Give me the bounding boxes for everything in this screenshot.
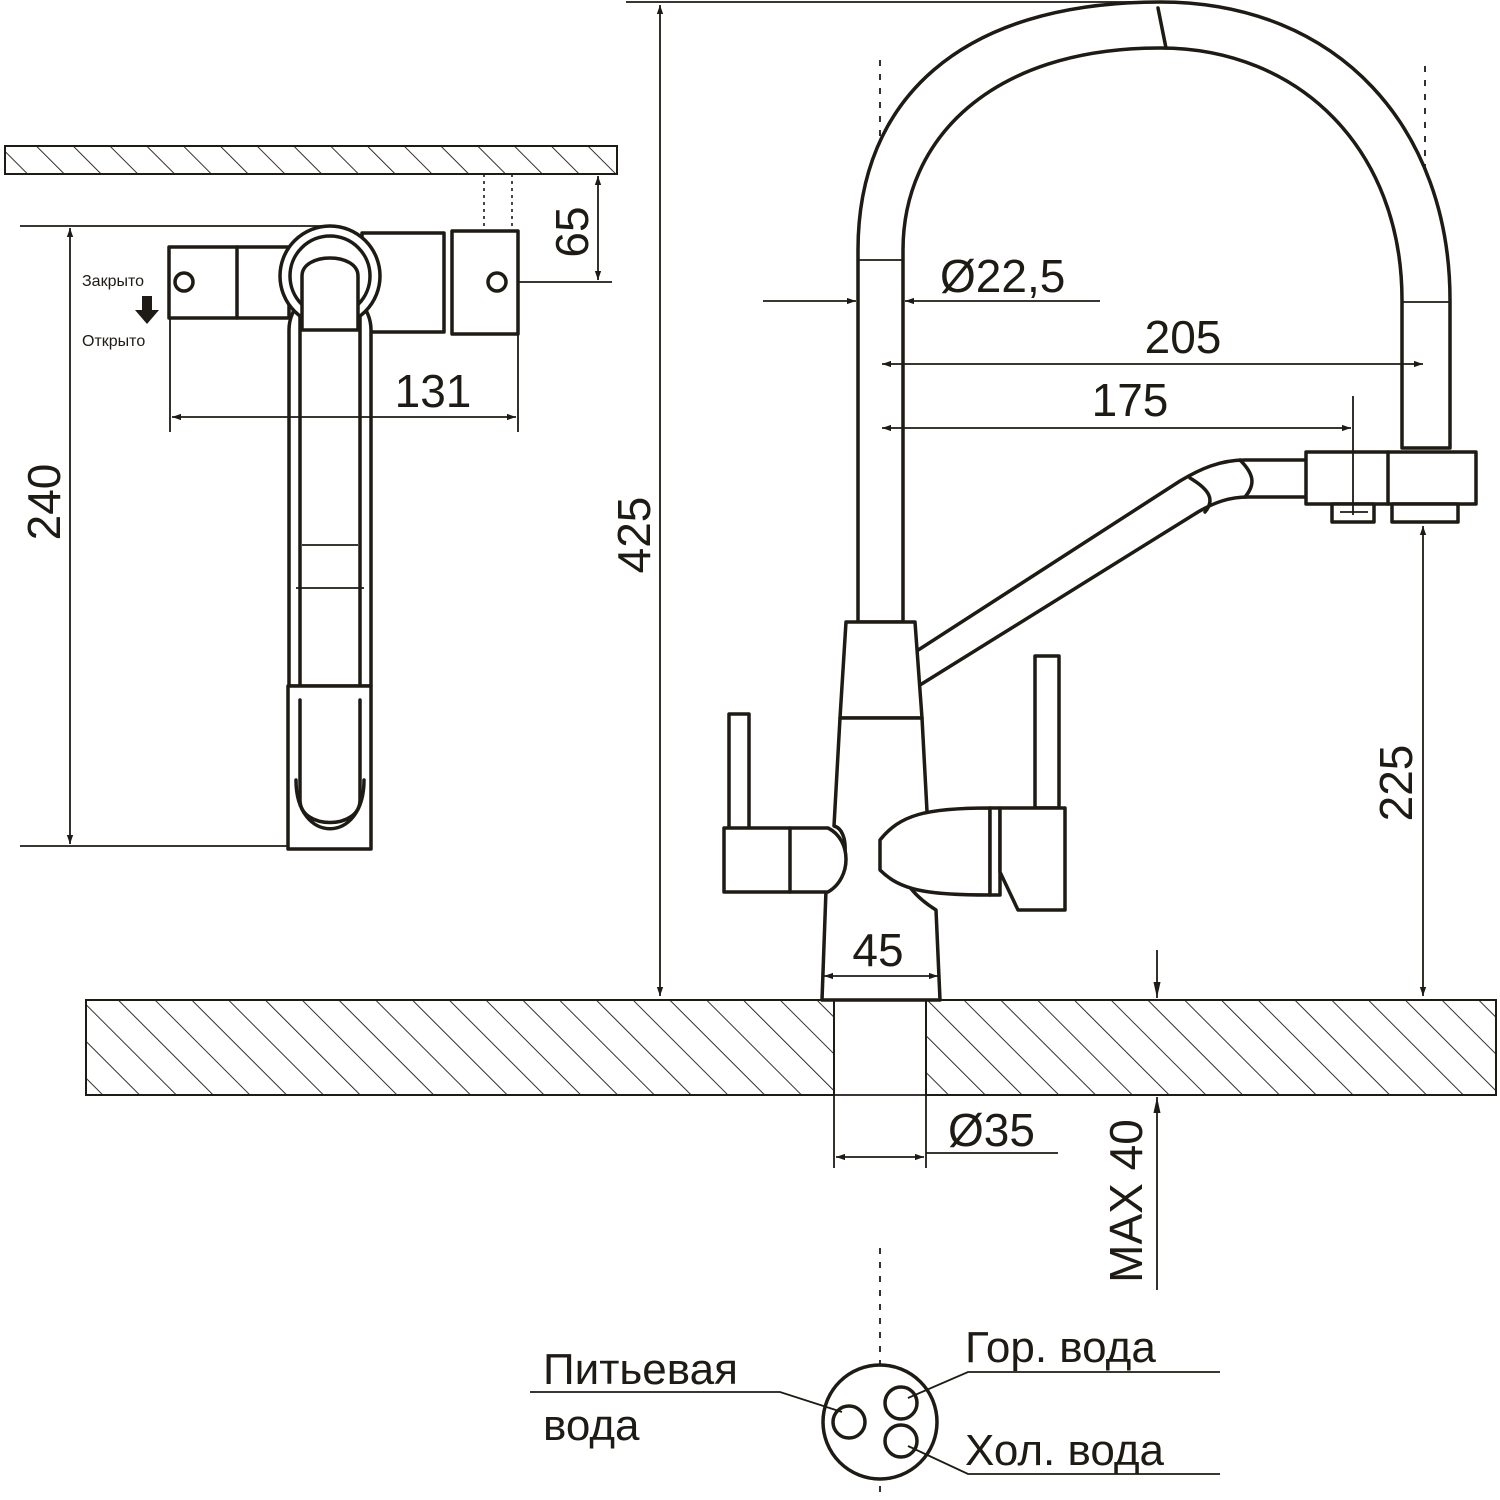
left-handle-lever bbox=[727, 712, 751, 831]
leader-cold bbox=[907, 1445, 1220, 1475]
leader-hot bbox=[907, 1371, 1220, 1399]
left-handle-base bbox=[722, 826, 848, 894]
right-handle-lever bbox=[1033, 654, 1061, 810]
drinking-water-inlet bbox=[831, 1404, 867, 1440]
gooseneck-spout bbox=[856, 0, 1452, 624]
hot-water-label: Гор. вода bbox=[965, 1323, 1156, 1372]
drinking-water-label-2: вода bbox=[543, 1401, 640, 1450]
dim-175: 175 bbox=[1092, 374, 1169, 426]
dim-45: 45 bbox=[852, 924, 903, 976]
dim-131: 131 bbox=[395, 365, 472, 417]
drinking-water-label: Питьевая bbox=[543, 1345, 738, 1394]
dim-240: 240 bbox=[18, 464, 70, 541]
valve-body-left bbox=[167, 245, 291, 320]
leader-drinking bbox=[530, 1391, 843, 1413]
side-view: 425 bbox=[85, 0, 1497, 1290]
direction-arrow-icon bbox=[135, 296, 159, 324]
outlet-head bbox=[1304, 450, 1478, 506]
filter-handle-block bbox=[450, 229, 520, 336]
cold-water-inlet bbox=[883, 1423, 919, 1459]
opened-label: Открыто bbox=[82, 333, 145, 350]
handle-pin-right bbox=[486, 271, 508, 293]
dim-425: 425 bbox=[608, 497, 660, 574]
dim-205: 205 bbox=[1145, 311, 1222, 363]
wall-hatch bbox=[4, 145, 618, 175]
dim-max-thickness: MAX 40 bbox=[1100, 1119, 1152, 1283]
cold-water-label: Хол. вода bbox=[965, 1426, 1165, 1475]
dim-65: 65 bbox=[546, 206, 598, 257]
faucet-base-circle bbox=[821, 1363, 939, 1481]
countertop-right bbox=[925, 999, 1497, 1096]
dim-hole-diameter: Ø35 bbox=[948, 1104, 1035, 1156]
handle-pin-left bbox=[173, 271, 195, 293]
countertop-left bbox=[85, 999, 835, 1096]
dim-pipe-diameter: Ø22,5 bbox=[940, 250, 1065, 302]
connections-view: Питьевая вода Гор. вода Хол. вода bbox=[530, 1248, 1220, 1500]
closed-label: Закрыто bbox=[82, 273, 144, 290]
hot-water-inlet bbox=[883, 1385, 919, 1421]
faucet-body bbox=[838, 620, 924, 720]
dim-225: 225 bbox=[1370, 745, 1422, 822]
top-view: Закрыто Открыто 240 65 131 bbox=[4, 145, 618, 851]
